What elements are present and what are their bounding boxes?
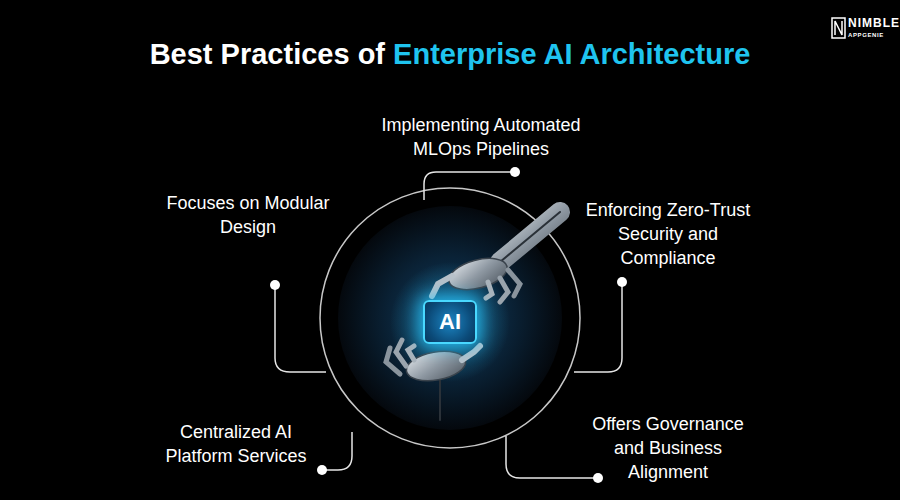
practice-label: Centralized AI Platform Services bbox=[151, 420, 321, 468]
leader-line bbox=[275, 285, 326, 372]
leader-line bbox=[424, 172, 515, 200]
logo-icon bbox=[832, 18, 845, 38]
practice-label: Enforcing Zero-Trust Security and Compli… bbox=[573, 198, 763, 270]
leader-line bbox=[322, 432, 352, 470]
leader-line bbox=[506, 436, 598, 478]
leader-dot bbox=[270, 280, 280, 290]
title-word: Architecture bbox=[580, 38, 751, 70]
leader-dot bbox=[317, 465, 327, 475]
practice-label: Offers Governance and Business Alignment bbox=[581, 412, 756, 484]
leader-lines bbox=[275, 172, 622, 478]
title: Best Practices of Enterprise AI Architec… bbox=[0, 38, 900, 71]
practice-label: Focuses on Modular Design bbox=[158, 191, 338, 239]
logo-text: APPGENIE bbox=[848, 31, 884, 39]
title-word: Best bbox=[150, 38, 221, 70]
title-word: Practices bbox=[221, 38, 358, 70]
leader-dots bbox=[270, 167, 627, 483]
robot-hand-top bbox=[432, 212, 560, 302]
robot-hand-bottom bbox=[386, 340, 480, 420]
practice-label: Implementing Automated MLOps Pipelines bbox=[366, 113, 596, 161]
chip-label: AI bbox=[439, 309, 461, 335]
title-word: AI bbox=[544, 38, 580, 70]
inner-disc bbox=[338, 206, 562, 430]
title-word: of bbox=[358, 38, 393, 70]
title-word: Enterprise bbox=[393, 38, 543, 70]
logo-text: NIMBLE bbox=[848, 16, 900, 30]
leader-dot bbox=[593, 473, 603, 483]
outer-ring bbox=[320, 188, 580, 448]
leader-line bbox=[574, 282, 622, 372]
leader-dot bbox=[617, 277, 627, 287]
ai-chip: AI bbox=[423, 300, 477, 344]
leader-dot bbox=[510, 167, 520, 177]
